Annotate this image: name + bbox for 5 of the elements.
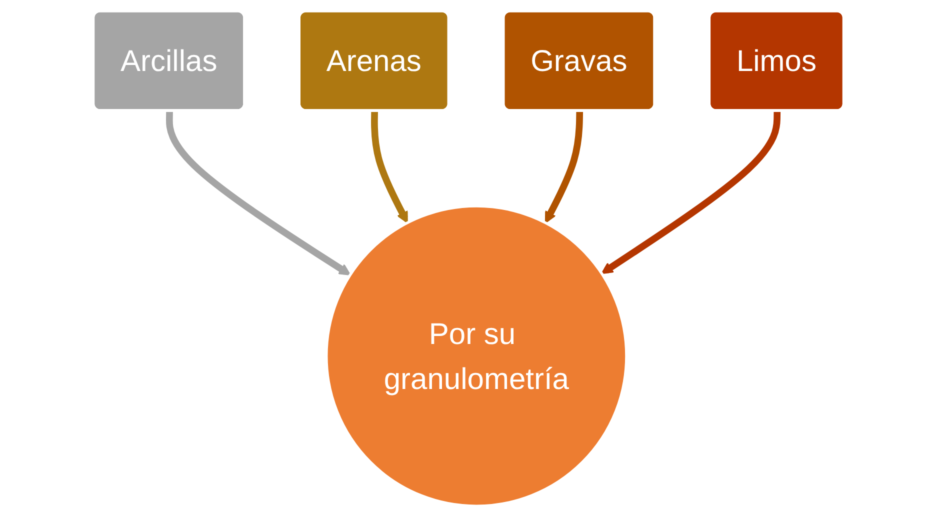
node-circle: Por su granulometría	[325, 204, 628, 508]
arrow	[601, 111, 781, 274]
arrow	[166, 111, 351, 276]
arrow	[544, 111, 584, 224]
arrow	[371, 111, 408, 224]
